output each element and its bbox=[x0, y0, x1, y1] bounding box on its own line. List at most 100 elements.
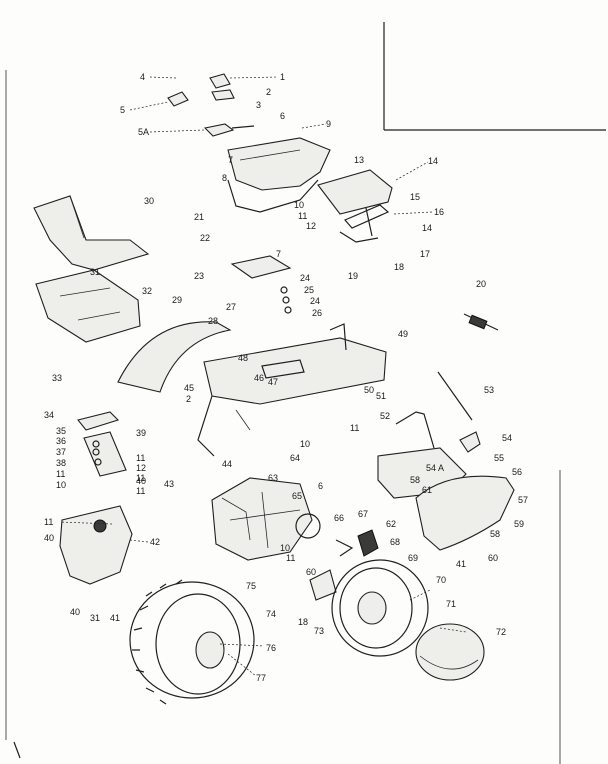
callout-66: 66 bbox=[334, 513, 344, 523]
callout-34: 34 bbox=[44, 410, 54, 420]
rear-fender bbox=[117, 321, 232, 393]
callout-11: 11 bbox=[298, 211, 307, 221]
callout-44: 44 bbox=[222, 459, 232, 469]
callout-37: 37 bbox=[56, 447, 66, 457]
callout-53: 53 bbox=[484, 385, 494, 395]
callout-6: 6 bbox=[280, 111, 285, 121]
page-frame bbox=[5, 22, 606, 764]
hood-panel bbox=[227, 137, 331, 213]
callout-60-b: 60 bbox=[306, 567, 316, 577]
callout-28: 28 bbox=[208, 316, 218, 326]
callout-67: 67 bbox=[358, 509, 368, 519]
callout-47: 47 bbox=[268, 377, 278, 387]
callout-30: 30 bbox=[144, 196, 154, 206]
left-bracket-parts bbox=[77, 411, 127, 477]
engine-transmission bbox=[211, 477, 321, 561]
callout-14: 14 bbox=[428, 156, 438, 166]
callout-68: 68 bbox=[390, 537, 400, 547]
callout-71: 71 bbox=[446, 599, 456, 609]
left-fender bbox=[59, 505, 133, 585]
callout-45: 45 bbox=[184, 383, 194, 393]
callout-42: 42 bbox=[150, 537, 160, 547]
callout-24: 24 bbox=[300, 273, 310, 283]
callout-54: 54 bbox=[502, 433, 512, 443]
callout-19: 19 bbox=[348, 271, 358, 281]
callout-32: 32 bbox=[142, 286, 152, 296]
callout-59: 59 bbox=[514, 519, 524, 529]
callout-38: 38 bbox=[56, 458, 66, 468]
callout-9: 9 bbox=[326, 119, 331, 129]
callout-25: 25 bbox=[304, 285, 314, 295]
callout-49: 49 bbox=[398, 329, 408, 339]
callout-7: 7 bbox=[228, 155, 233, 165]
callout-5a: 5A bbox=[138, 127, 149, 137]
callout-13: 13 bbox=[354, 155, 364, 165]
callout-48: 48 bbox=[238, 353, 248, 363]
callout-64: 64 bbox=[290, 453, 300, 463]
callout-46: 46 bbox=[254, 373, 264, 383]
callout-11-f: 11 bbox=[44, 517, 53, 527]
right-fender bbox=[415, 475, 515, 551]
callout-41-b: 41 bbox=[110, 613, 120, 623]
callout-10-d: 10 bbox=[280, 543, 290, 553]
callout-50: 50 bbox=[364, 385, 374, 395]
top-small-parts bbox=[167, 73, 255, 137]
callout-27: 27 bbox=[226, 302, 236, 312]
callout-75: 75 bbox=[246, 581, 256, 591]
callout-17: 17 bbox=[420, 249, 430, 259]
callout-14-b: 14 bbox=[422, 223, 432, 233]
callout-11-e: 11 bbox=[136, 486, 145, 496]
callout-56: 56 bbox=[512, 467, 522, 477]
callout-5: 5 bbox=[120, 105, 125, 115]
callout-10: 10 bbox=[294, 200, 304, 210]
callout-21: 21 bbox=[194, 212, 204, 222]
callout-40-b: 40 bbox=[44, 533, 54, 543]
rear-rim bbox=[331, 559, 429, 657]
callout-11-g: 11 bbox=[350, 423, 359, 433]
callout-31-b: 31 bbox=[90, 613, 100, 623]
callout-58-b: 58 bbox=[490, 529, 500, 539]
callout-74: 74 bbox=[266, 609, 276, 619]
callout-4: 4 bbox=[140, 72, 145, 82]
callout-18: 18 bbox=[394, 262, 404, 272]
pedal-bracket bbox=[317, 169, 393, 243]
callout-3: 3 bbox=[256, 100, 261, 110]
hub-cap bbox=[415, 623, 485, 681]
callout-39: 39 bbox=[136, 428, 146, 438]
seat bbox=[33, 195, 150, 271]
callout-11-c: 11 bbox=[136, 453, 145, 463]
callout-36: 36 bbox=[56, 436, 66, 446]
leader-lines bbox=[59, 76, 467, 677]
callout-35: 35 bbox=[56, 426, 66, 436]
callout-10-c: 10 bbox=[300, 439, 310, 449]
seat-pan bbox=[35, 269, 141, 343]
callout-26: 26 bbox=[312, 308, 322, 318]
callout-2: 2 bbox=[266, 87, 271, 97]
steering-column bbox=[463, 313, 499, 331]
callout-22: 22 bbox=[200, 233, 210, 243]
mid-hardware bbox=[230, 255, 292, 314]
callout-43: 43 bbox=[164, 479, 174, 489]
callout-77: 77 bbox=[256, 673, 266, 683]
callout-51: 51 bbox=[376, 391, 386, 401]
callout-55: 55 bbox=[494, 453, 504, 463]
callout-15: 15 bbox=[410, 192, 420, 202]
main-frame bbox=[197, 323, 387, 457]
callout-33: 33 bbox=[52, 373, 62, 383]
callout-12-b: 12 bbox=[136, 463, 146, 473]
callout-1: 1 bbox=[280, 72, 285, 82]
callout-labels: 1 2 3 4 5 5A 6 7 8 9 10 11 12 13 14 15 1… bbox=[44, 72, 528, 683]
callout-61: 61 bbox=[422, 485, 432, 495]
callout-7-b: 7 bbox=[276, 249, 281, 259]
callout-11-d: 11 bbox=[136, 473, 145, 483]
callout-69: 69 bbox=[408, 553, 418, 563]
callout-52: 52 bbox=[380, 411, 390, 421]
callout-23: 23 bbox=[194, 271, 204, 281]
callout-2-b: 2 bbox=[186, 394, 191, 404]
callout-76: 76 bbox=[266, 643, 276, 653]
callout-70: 70 bbox=[436, 575, 446, 585]
callout-20: 20 bbox=[476, 279, 486, 289]
hub-assembly bbox=[309, 529, 379, 601]
